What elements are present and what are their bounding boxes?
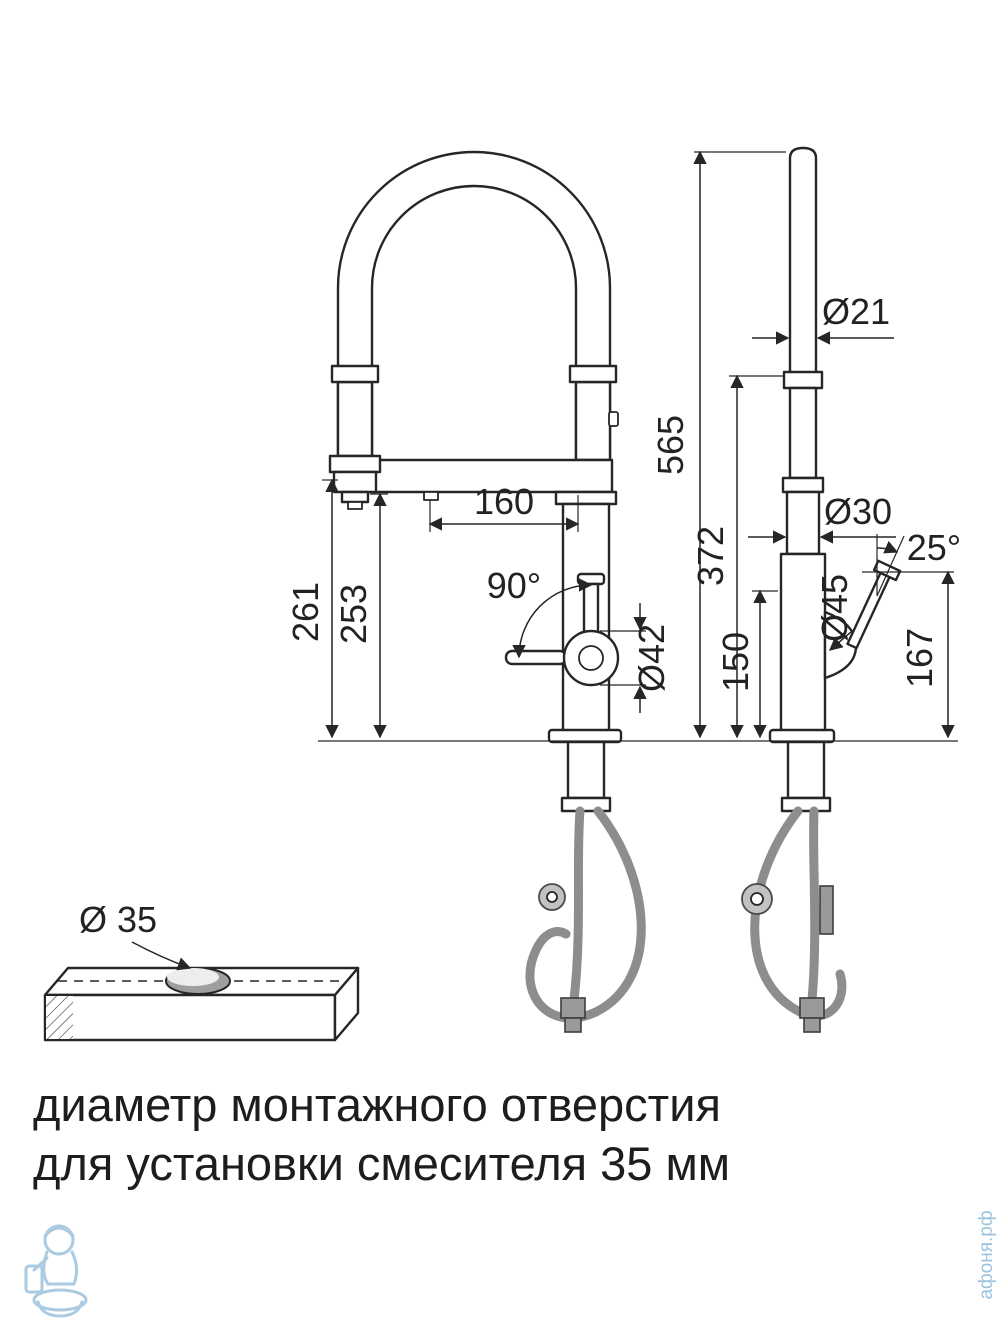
dim-d45-label: Ø45 — [814, 574, 855, 642]
riser-tube — [788, 146, 818, 372]
spray-hose-loop — [525, 806, 646, 1023]
angle25-arc — [876, 540, 899, 554]
side-threaded-shank — [786, 740, 826, 800]
leader-d45 — [828, 631, 852, 651]
side-upper-body — [785, 490, 821, 556]
hose-fitting — [560, 997, 586, 1019]
side-view-faucet — [741, 146, 902, 1033]
plumber-cap-icon — [43, 1226, 75, 1238]
caption-line-1: диаметр монтажного отверстия — [33, 1078, 721, 1131]
countertop-right-cut-face — [333, 966, 360, 1042]
front-view-faucet — [328, 150, 646, 1033]
handle-stem-cap — [576, 572, 606, 586]
dim-d21-label: Ø21 — [822, 291, 890, 332]
arch-inner — [370, 184, 578, 460]
leader-d35 — [131, 941, 192, 971]
plumber-logo-watermark — [24, 1224, 88, 1318]
riser-collar — [782, 370, 824, 390]
plumber-arm-icon — [32, 1256, 49, 1272]
dim-372-label: 372 — [690, 526, 731, 586]
dimension-annotations: 565 372 Ø21 Ø30 Ø45 25° 167 150 261 — [285, 150, 961, 742]
side-bracket — [819, 885, 834, 935]
side-joint — [781, 476, 825, 494]
dim-d35-label: Ø 35 — [79, 899, 157, 940]
countertop-front-face — [43, 993, 337, 1042]
angle25-ref-slanted — [876, 535, 905, 597]
handle-lever — [504, 649, 568, 666]
side-coil — [788, 386, 818, 480]
countertop-left-section-hatch — [46, 996, 73, 1039]
angle90-arc — [512, 578, 593, 659]
plumber-body-icon — [42, 1250, 79, 1286]
dim-d30-label: Ø30 — [824, 491, 892, 532]
side-spray-hose-loop — [750, 806, 847, 1021]
mounting-nut — [560, 796, 612, 813]
caption: диаметр монтажного отверстия для установ… — [33, 1078, 730, 1190]
side-mounting-nut — [780, 796, 832, 813]
hose-fitting-nut — [564, 1017, 582, 1033]
hose-weight-center — [546, 891, 558, 903]
side-supply-hose — [807, 806, 820, 1005]
mounting-hole-highlight — [167, 968, 219, 986]
caption-line-2: для установки смесителя 35 мм — [33, 1137, 730, 1190]
side-hose-weight-center — [750, 892, 764, 906]
body-flange — [554, 490, 618, 506]
toilet-rim-icon — [32, 1288, 88, 1312]
aerator-outlet — [423, 491, 439, 501]
dim-565-label: 565 — [650, 415, 691, 475]
base-flange — [547, 728, 623, 744]
handle-hub-inner — [578, 645, 604, 671]
threaded-shank — [566, 740, 606, 800]
countertop-mounting-detail: Ø 35 — [43, 899, 360, 1042]
dim-150-label: 150 — [715, 632, 756, 692]
handle-stem — [582, 582, 600, 634]
toilet-bowl-icon — [36, 1300, 84, 1318]
dim-261-label: 261 — [285, 582, 326, 642]
spray-head-collar — [328, 454, 382, 474]
dim-167-label: 167 — [899, 628, 940, 688]
left-coil-collar — [330, 364, 380, 384]
plumber-head-icon — [43, 1224, 75, 1256]
spray-head-tip — [340, 490, 370, 504]
dim-25deg-label: 25° — [907, 527, 961, 568]
side-base-flange — [768, 728, 836, 744]
hose-button — [608, 411, 619, 427]
watermark-site-text: афоня.рф — [976, 1210, 997, 1299]
side-hose-fitting — [799, 997, 825, 1019]
spray-head-body — [332, 470, 378, 494]
right-coil-collar — [568, 364, 618, 384]
left-coil — [336, 380, 374, 458]
supply-hose-straight — [569, 806, 585, 1005]
dim-160-label: 160 — [474, 481, 534, 522]
side-hose-fitting-nut — [803, 1017, 821, 1033]
right-coil — [574, 380, 612, 462]
spout-bar — [370, 458, 614, 494]
dim-90deg-label: 90° — [487, 565, 541, 606]
plumber-tank-icon — [24, 1264, 44, 1294]
dim-253-label: 253 — [333, 584, 374, 644]
spray-head-nozzle — [347, 501, 363, 510]
dim-d42-label: Ø42 — [631, 624, 672, 692]
